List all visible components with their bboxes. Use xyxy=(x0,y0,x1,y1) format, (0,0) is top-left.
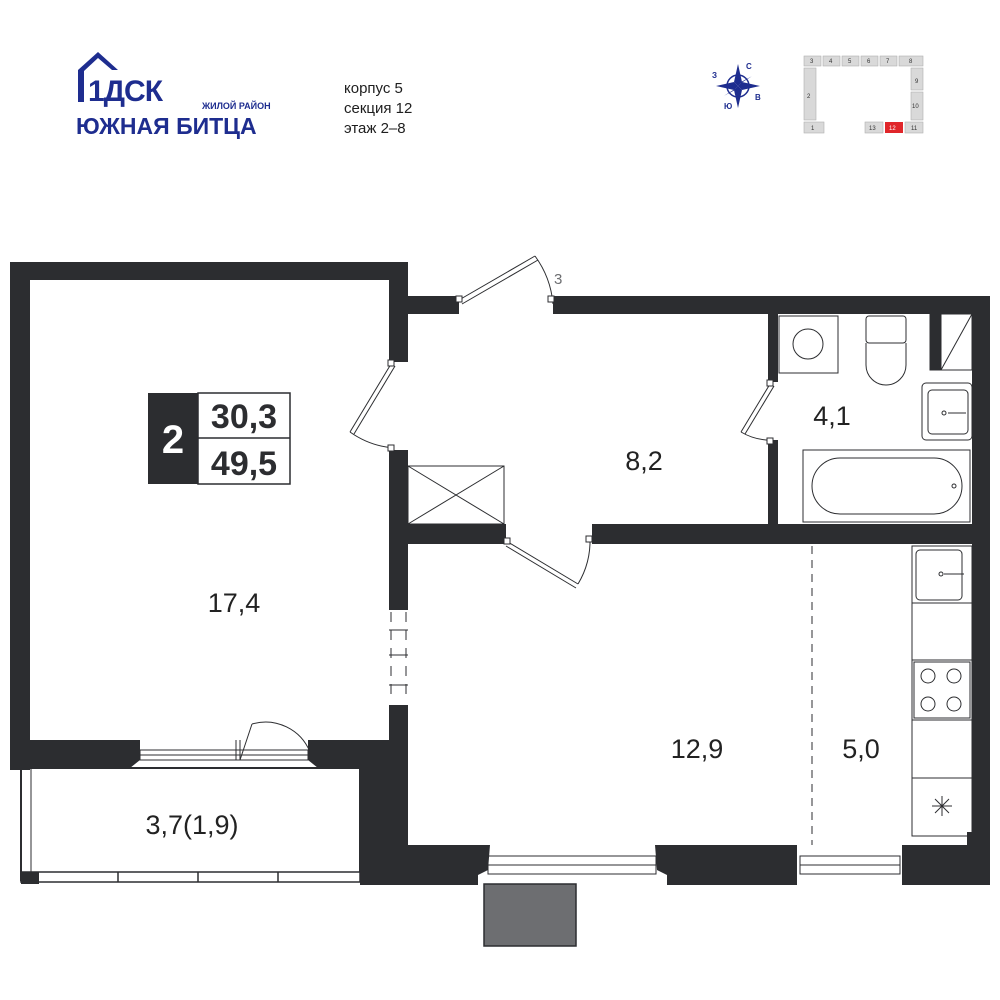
hallway-area: 8,2 xyxy=(625,446,663,476)
kitchen-fixtures xyxy=(811,545,973,845)
key-plan-section-1: 1 xyxy=(811,126,815,132)
key-plan-current-section xyxy=(885,122,903,133)
toilet-icon xyxy=(865,315,907,386)
compass-east: В xyxy=(755,93,761,102)
compass-south: Ю xyxy=(724,102,732,111)
compass-rose-icon: С В Ю З xyxy=(712,62,761,111)
brand-logo: 1ДСК ЖИЛОЙ РАЙОН ЮЖНАЯ БИТЦА xyxy=(76,52,271,139)
sliding-opening xyxy=(389,612,408,702)
section-number: секция 12 xyxy=(344,100,412,117)
project-name: ЮЖНАЯ БИТЦА xyxy=(76,113,257,139)
living-area: 30,3 xyxy=(211,398,277,436)
key-plan-section-11: 11 xyxy=(911,126,918,132)
building-info: корпус 5 секция 12 этаж 2–8 xyxy=(344,80,412,137)
key-plan-bottom-row: 13 12 xyxy=(864,121,903,134)
floor-range: этаж 2–8 xyxy=(344,120,406,137)
window-kitchen xyxy=(799,855,901,875)
living-room-door xyxy=(503,535,593,589)
bedroom-door xyxy=(349,359,396,452)
balcony-area: 3,7(1,9) xyxy=(145,810,238,840)
bathroom-door xyxy=(740,379,775,445)
key-plan-right-column: 9 10 11 xyxy=(904,67,924,134)
logo-house-icon xyxy=(78,52,118,102)
window-jambs xyxy=(130,740,667,875)
key-plan-section-8: 8 xyxy=(909,59,913,65)
key-plan-left-column: 2 1 xyxy=(803,67,825,134)
key-plan-section-4: 4 xyxy=(829,59,833,65)
logo-tagline: ЖИЛОЙ РАЙОН xyxy=(201,100,271,111)
room-area-labels: 17,4 8,2 4,1 12,9 5,0 3,7(1,9) xyxy=(145,401,879,840)
bathroom-fixtures xyxy=(778,313,973,523)
entrance-door xyxy=(455,255,555,305)
balcony-door xyxy=(235,721,311,761)
key-plan-section-5: 5 xyxy=(848,59,852,65)
walls xyxy=(10,262,990,885)
key-plan-section-7: 7 xyxy=(886,59,890,65)
building-number: корпус 5 xyxy=(344,80,403,97)
balcony xyxy=(20,767,361,884)
living-room-area: 12,9 xyxy=(671,734,724,764)
logo-main-text: 1ДСК xyxy=(88,75,164,108)
fridge-icon xyxy=(932,796,952,816)
key-plan-section-13: 13 xyxy=(869,126,876,132)
apartment-badge: 2 30,3 49,5 xyxy=(148,392,291,485)
key-plan-section-6: 6 xyxy=(867,59,871,65)
doors xyxy=(235,255,775,761)
washing-machine-icon xyxy=(778,315,839,374)
key-plan-section-3: 3 xyxy=(810,59,814,65)
window-bedroom xyxy=(139,749,309,761)
room-count: 2 xyxy=(162,418,184,462)
bathroom-area: 4,1 xyxy=(813,401,851,431)
key-plan-section-9: 9 xyxy=(915,79,919,85)
key-plan-section-10: 10 xyxy=(912,104,919,110)
compass-north: С xyxy=(746,62,752,71)
key-plan-section-2: 2 xyxy=(807,94,811,100)
key-plan-top-row: 3 4 5 6 7 8 xyxy=(803,55,924,67)
total-area: 49,5 xyxy=(211,445,277,483)
stove-icon xyxy=(913,661,971,719)
exterior-stair-block xyxy=(483,883,577,947)
bedroom-area: 17,4 xyxy=(208,588,261,618)
bathtub-icon xyxy=(802,449,971,523)
compass-west: З xyxy=(712,71,717,80)
entrance-label: 3 xyxy=(554,271,562,288)
kitchen-area: 5,0 xyxy=(842,734,880,764)
kitchen-sink-icon xyxy=(915,549,964,601)
wardrobe-shaft xyxy=(407,465,505,525)
window-living-room xyxy=(487,855,657,875)
windows xyxy=(139,749,901,875)
shaft-icon xyxy=(929,313,973,371)
key-plan: 3 4 5 6 7 8 2 1 9 10 11 13 12 xyxy=(803,55,924,134)
sink-icon xyxy=(921,382,973,441)
key-plan-section-12: 12 xyxy=(889,126,896,132)
